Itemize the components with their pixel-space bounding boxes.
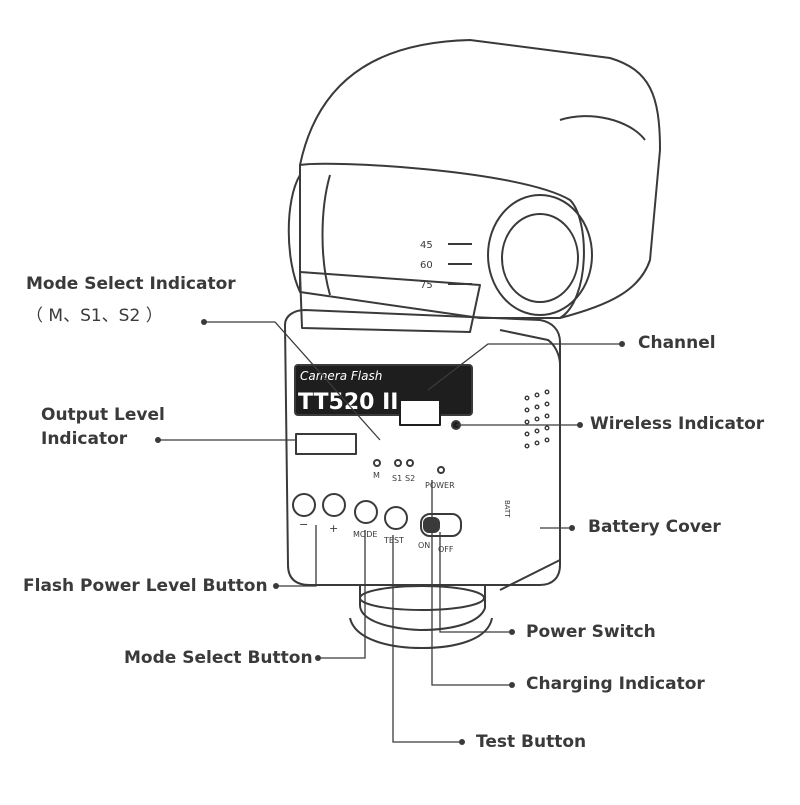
model-text: TT520 II <box>298 390 398 415</box>
plus-label: + <box>329 522 338 535</box>
output-level-bars <box>295 433 357 455</box>
speaker-grille <box>524 389 550 449</box>
led-s1 <box>394 459 402 467</box>
label-mode-select-indicator-modes: （ M、S1、S2 ） <box>26 306 163 326</box>
foot-lock-ring <box>359 585 485 611</box>
led-m <box>373 459 381 467</box>
tilt-joint <box>287 174 331 296</box>
tilt-knob-inner <box>501 213 579 303</box>
side-panel <box>499 329 561 591</box>
minus-label: − <box>299 518 308 531</box>
label-output-level-line1: Output Level <box>41 405 165 425</box>
minus-button[interactable] <box>292 493 316 517</box>
led-s2 <box>406 459 414 467</box>
switch-on-label: ON <box>418 541 430 550</box>
test-button[interactable] <box>384 506 408 530</box>
leader-lines <box>158 321 622 743</box>
brand-text: Camera Flash <box>300 369 382 383</box>
battery-label: BATT <box>503 500 511 518</box>
led-power <box>437 466 445 474</box>
foot-base <box>349 617 493 649</box>
label-mode-select-indicator: Mode Select Indicator <box>26 274 236 294</box>
mode-button[interactable] <box>354 500 378 524</box>
label-charging-indicator: Charging Indicator <box>526 674 705 694</box>
label-output-level-line2: Indicator <box>41 429 128 449</box>
label-wireless-indicator: Wireless Indicator <box>590 414 765 434</box>
angle-label-45: 45 <box>420 240 433 251</box>
leader-flash-power-level <box>276 525 317 587</box>
leader-channel <box>427 343 622 391</box>
label-test-button: Test Button <box>476 732 587 752</box>
flash-foot <box>359 585 486 631</box>
leader-dots <box>155 319 625 745</box>
leader-mode-select-button <box>318 530 366 659</box>
label-mode-select-button: Mode Select Button <box>124 648 313 668</box>
mode-label-s2: S2 <box>405 474 415 483</box>
angle-label-75: 75 <box>420 280 433 291</box>
plus-button[interactable] <box>322 493 346 517</box>
leader-power-switch <box>439 532 512 633</box>
label-battery-cover: Battery Cover <box>588 517 721 537</box>
mode-label-s1: S1 <box>392 474 402 483</box>
flash-body <box>284 309 561 586</box>
leader-test-button <box>392 535 462 743</box>
mode-label-m: M <box>373 471 380 480</box>
power-switch[interactable] <box>420 513 462 537</box>
label-flash-power-level-button: Flash Power Level Button <box>23 576 268 596</box>
leader-charging <box>431 480 512 686</box>
label-power-switch: Power Switch <box>526 622 656 642</box>
flash-head-front <box>299 162 585 319</box>
leader-mode-select-indicator <box>204 321 381 441</box>
channel-display <box>399 399 441 426</box>
power-led-label: POWER <box>425 481 455 490</box>
flash-head <box>299 39 661 319</box>
label-channel: Channel <box>638 333 716 353</box>
switch-off-label: OFF <box>438 545 454 554</box>
head-highlight <box>559 115 646 141</box>
tilt-knob <box>487 194 593 316</box>
angle-label-60: 60 <box>420 260 433 271</box>
